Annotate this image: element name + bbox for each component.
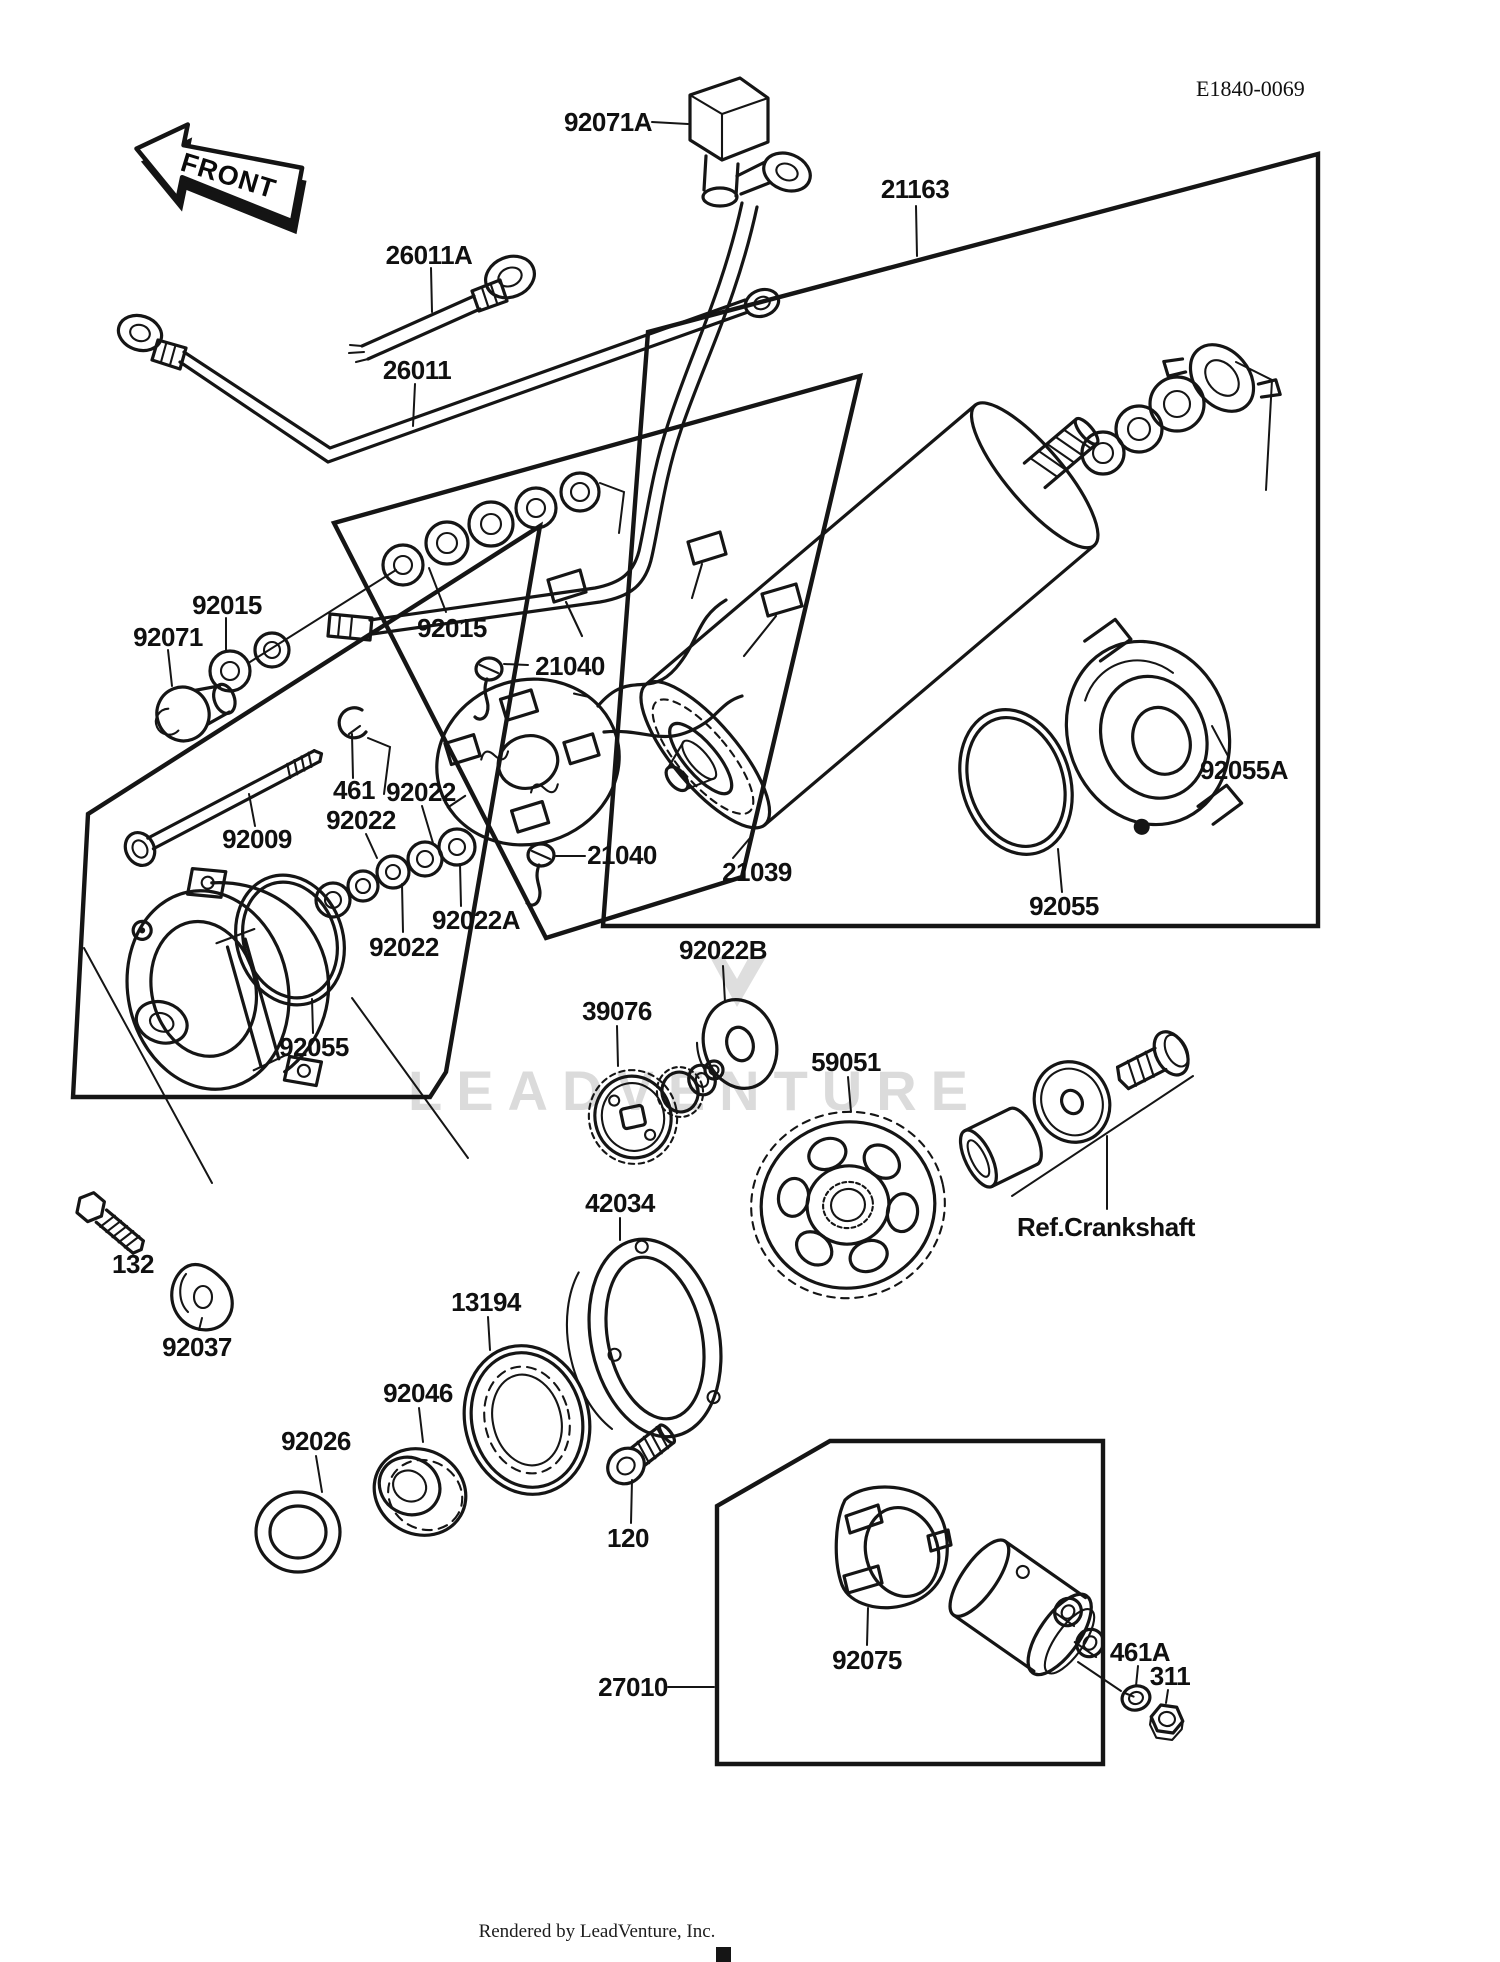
part-label-21040-upper: 21040: [535, 651, 605, 681]
screw-21040-upper: [473, 656, 504, 721]
caption: Rendered by LeadVenture, Inc.: [479, 1921, 716, 1942]
thrust-washer: [254, 1490, 342, 1574]
part-label-26011: 26011: [383, 355, 451, 385]
starter-motor: [639, 343, 1282, 830]
right-end-cover: [1064, 617, 1244, 835]
part-label-ref-crankshaft: Ref.Crankshaft: [1017, 1212, 1196, 1242]
terminal-bolt-92071: [154, 682, 237, 743]
part-label-92071a: 92071A: [564, 107, 653, 137]
part-label-92037: 92037: [162, 1332, 232, 1362]
nut-311: [1148, 1703, 1185, 1741]
part-label-92015-left: 92015: [192, 590, 262, 620]
part-label-42034: 42034: [585, 1188, 656, 1218]
part-label-92022-2: 92022: [326, 805, 396, 835]
terminal-boot: [688, 76, 812, 208]
brush-plate: [435, 530, 804, 847]
solenoid-panel-27010: [714, 1438, 1106, 1767]
rubber-boot: [834, 1485, 953, 1610]
part-label-461a: 461A: [1110, 1637, 1171, 1667]
starter-lead-cable: [253, 201, 759, 669]
part-label-92022-3: 92022: [369, 932, 439, 962]
part-label-92026: 92026: [281, 1426, 351, 1456]
cable-clamp-92037: [170, 1262, 234, 1332]
one-way-clutch: [462, 1344, 592, 1496]
part-label-21039: 21039: [722, 857, 792, 887]
ground-cable: [347, 254, 536, 364]
drawing-code: E1840-0069: [1196, 76, 1305, 101]
leader-lines: [113, 121, 1229, 1704]
circlip-461: [337, 706, 392, 795]
part-label-92055-left: 92055: [279, 1032, 349, 1062]
reference-line-2: [351, 997, 469, 1159]
part-label-59051: 59051: [811, 1047, 881, 1077]
part-label-92022-1: 92022: [386, 777, 456, 807]
part-label-92009: 92009: [222, 824, 292, 854]
part-label-120: 120: [607, 1523, 649, 1553]
o-ring-left: [234, 873, 346, 1007]
part-label-92022a: 92022A: [432, 905, 521, 935]
crankshaft-parts: [958, 1030, 1194, 1210]
part-label-21040-lower: 21040: [587, 840, 657, 870]
part-label-21163: 21163: [881, 174, 949, 204]
part-label-39076: 39076: [582, 996, 652, 1026]
part-label-92075: 92075: [832, 1645, 902, 1675]
front-arrow: FRONT: [134, 122, 307, 235]
watermark: LEADVENTURE: [408, 957, 968, 1122]
needle-bearing: [372, 1447, 468, 1537]
part-label-92071: 92071: [133, 622, 203, 652]
part-label-461: 461: [333, 775, 375, 805]
washer-92015-left: [208, 649, 252, 693]
starter-clutch-gear: [750, 1110, 946, 1300]
part-label-92022b: 92022B: [679, 935, 767, 965]
reference-line-1: [83, 947, 213, 1184]
washer-row-upper: [381, 471, 626, 587]
inner-panel-21039: [330, 372, 863, 941]
socket-bolt-120: [606, 1423, 677, 1486]
reference-line-3: [249, 569, 397, 663]
screw-21040-lower: [525, 842, 556, 907]
washer-row-lower: [314, 827, 477, 919]
part-label-26011a: 26011A: [386, 240, 473, 270]
part-label-132: 132: [112, 1249, 154, 1279]
washer-92022b: [695, 998, 779, 1090]
part-labels: E1840-0069 92071A 26011A 26011 21163 920…: [112, 76, 1305, 1702]
lock-washer-461a: [1120, 1684, 1152, 1712]
page-corner-mark: [716, 1947, 731, 1962]
part-label-27010: 27010: [598, 1672, 668, 1702]
part-label-13194: 13194: [451, 1287, 522, 1317]
solenoid: [948, 1538, 1105, 1677]
clutch-ring: [565, 1237, 723, 1439]
part-label-92055a: 92055A: [1200, 755, 1289, 785]
part-label-311: 311: [1150, 1661, 1190, 1691]
idler-gear: [587, 1059, 725, 1165]
panel-outlines: [70, 151, 1321, 1767]
o-ring-right: [958, 708, 1074, 856]
left-panel: [70, 521, 544, 1100]
battery-cable: [116, 287, 781, 464]
right-panel: [600, 151, 1321, 929]
part-label-92015-mid: 92015: [417, 613, 487, 643]
part-label-92055-right: 92055: [1029, 891, 1099, 921]
through-bolt-92009: [123, 749, 324, 867]
armature-washers: [1080, 343, 1282, 491]
part-label-92046: 92046: [383, 1378, 453, 1408]
